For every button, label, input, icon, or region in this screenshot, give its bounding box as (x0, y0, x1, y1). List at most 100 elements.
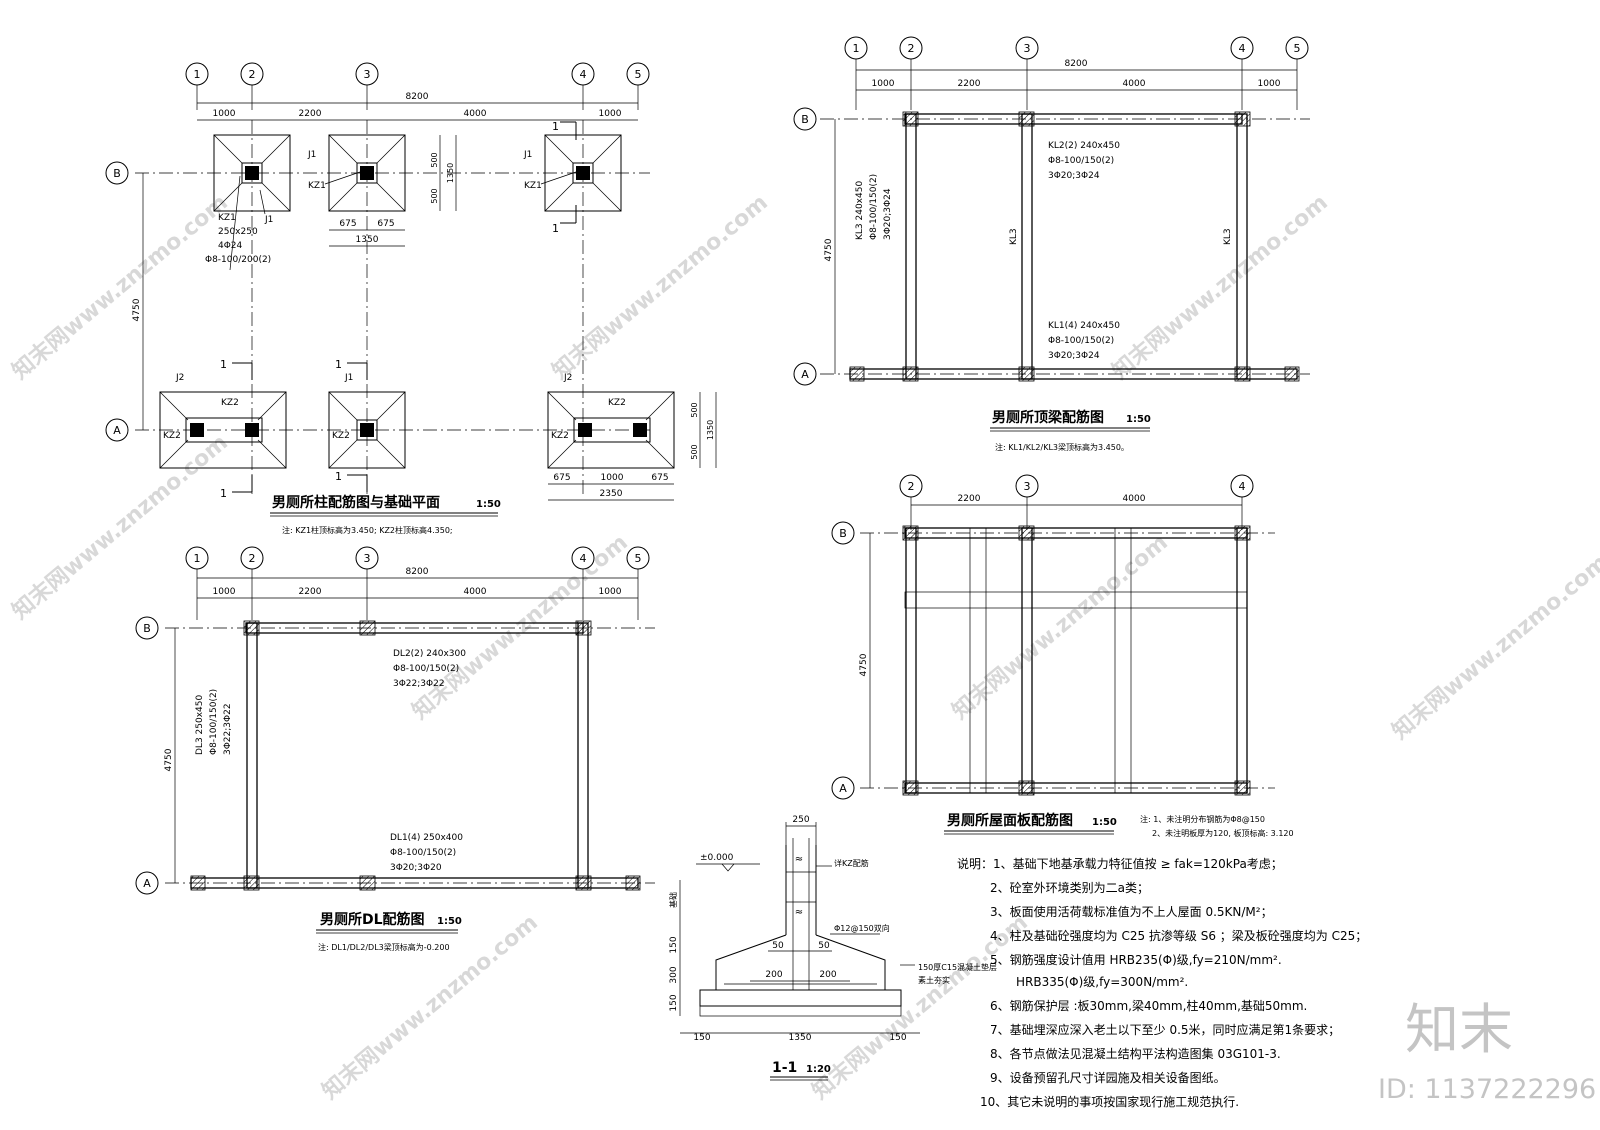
svg-text:1000: 1000 (601, 473, 624, 483)
dim-value: 4000 (464, 109, 487, 119)
drawing-note: 2、未注明板厚为120, 板顶标高: 3.120 (1152, 828, 1294, 838)
drawing-scale: 1:50 (437, 916, 462, 927)
svg-text:4750: 4750 (164, 748, 174, 771)
svg-text:250: 250 (792, 815, 809, 825)
watermark-text: 知末网www.znzmo.com (1107, 189, 1333, 384)
svg-text:Φ8-100/150(2): Φ8-100/150(2) (1048, 156, 1114, 166)
svg-text:KL3 240x450: KL3 240x450 (855, 181, 865, 240)
tag-kz2: KZ2 (163, 431, 181, 441)
axis-label: A (113, 424, 121, 437)
svg-text:675: 675 (377, 219, 394, 229)
tag-kz2: KZ2 (608, 398, 626, 408)
svg-text:Φ8-100/150(2): Φ8-100/150(2) (390, 848, 456, 858)
svg-text:5: 5 (635, 552, 642, 565)
brand-logo: 知末 (1405, 998, 1513, 1061)
svg-text:500: 500 (430, 188, 439, 203)
svg-text:3Φ22;3Φ22: 3Φ22;3Φ22 (393, 679, 445, 689)
svg-text:Φ8-100/150(2): Φ8-100/150(2) (1048, 336, 1114, 346)
dim-value: 2200 (299, 109, 322, 119)
dim-total: 8200 (406, 92, 429, 102)
svg-text:1: 1 (552, 222, 559, 235)
watermark-text: 知末网www.znzmo.com (7, 189, 233, 384)
top-beam-plan: 1 2 3 4 5 8200 1000 2200 4000 1000 B A 4… (793, 36, 1310, 452)
svg-text:2200: 2200 (299, 587, 322, 597)
svg-text:3: 3 (1024, 42, 1031, 55)
svg-text:DL2(2) 240x300: DL2(2) 240x300 (393, 649, 466, 659)
axis-bubbles-top: 1 2 3 4 5 (185, 62, 650, 110)
brand-id: ID: 1137222296 (1378, 1074, 1596, 1105)
svg-text:8200: 8200 (406, 567, 429, 577)
axis-label: 3 (364, 68, 371, 81)
svg-text:1: 1 (220, 487, 227, 500)
svg-text:B: B (839, 527, 847, 540)
svg-text:KL2(2) 240x450: KL2(2) 240x450 (1048, 141, 1120, 151)
footing-j1 (213, 134, 291, 212)
svg-text:2: 2 (249, 552, 256, 565)
footing-j2 (159, 391, 287, 469)
roof-slab-plan: 2 3 4 2200 4000 B A 4750 男厕所屋面板配筋图 1:50 … (831, 474, 1294, 838)
svg-text:1: 1 (552, 120, 559, 133)
spec-text: 4Φ24 (218, 241, 243, 251)
soil-note: 素土夯实 (918, 975, 950, 985)
svg-text:DL1(4) 250x400: DL1(4) 250x400 (390, 833, 463, 843)
svg-text:2200: 2200 (958, 79, 981, 89)
drawing-note: 注: DL1/DL2/DL3梁顶标高为-0.200 (318, 942, 450, 952)
svg-text:675: 675 (651, 473, 668, 483)
spec-text: 250x250 (218, 227, 258, 237)
svg-text:2: 2 (908, 480, 915, 493)
svg-text:200: 200 (765, 970, 782, 980)
svg-text:150: 150 (669, 994, 679, 1011)
tag-kz1: KZ1 (524, 181, 542, 191)
svg-text:4750: 4750 (824, 238, 834, 261)
svg-text:KL3: KL3 (1009, 228, 1019, 245)
watermark-text: 知末网www.znzmo.com (547, 189, 773, 384)
tag-j1: J1 (307, 150, 316, 160)
tag-kz1: KZ1 (308, 181, 326, 191)
svg-text:1: 1 (853, 42, 860, 55)
spec-text: Φ8-100/200(2) (205, 255, 271, 265)
drawing-title: 男厕所柱配筋图与基础平面 (272, 494, 440, 511)
axis-label: 5 (635, 68, 642, 81)
drawing-note: 注: KZ1柱顶标高为3.450; KZ2柱顶标高4.350; (282, 525, 453, 535)
tag-j2: J2 (175, 373, 184, 383)
watermark-text: 知末网www.znzmo.com (317, 909, 543, 1104)
general-notes: 说明：1、基础下地基承载力特征值按 ≥ fak=120kPa考虑； 2、砼室外环… (957, 856, 1367, 1109)
svg-text:50: 50 (772, 941, 784, 951)
svg-text:1350: 1350 (446, 163, 455, 183)
svg-text:500: 500 (690, 444, 699, 459)
svg-text:675: 675 (553, 473, 570, 483)
note-line: 3、板面使用活荷载标准值为不上人屋面 0.5KN/M²； (990, 904, 1273, 919)
drawing-note: 注: 1、未注明分布钢筋为Φ8@150 (1140, 814, 1265, 824)
svg-text:1350: 1350 (789, 1033, 812, 1043)
svg-text:B: B (143, 622, 151, 635)
tag-j1: J1 (344, 373, 353, 383)
note-line: 7、基础埋深应深入老土以下至少 0.5米，同时应满足第1条要求； (990, 1022, 1340, 1037)
drawing-scale: 1:20 (806, 1064, 831, 1075)
svg-text:4000: 4000 (1123, 494, 1146, 504)
dimension-chain-top: 8200 1000 2200 4000 1000 (197, 92, 638, 121)
note-line: 6、钢筋保护层 :板30mm,梁40mm,柱40mm,基础50mm. (990, 998, 1307, 1013)
drawing-scale: 1:50 (1092, 817, 1117, 828)
svg-text:基础: 基础 (668, 892, 678, 908)
svg-text:B: B (801, 113, 809, 126)
svg-text:2200: 2200 (958, 494, 981, 504)
svg-text:3Φ20;3Φ24: 3Φ20;3Φ24 (1048, 351, 1100, 361)
svg-text:1000: 1000 (1258, 79, 1281, 89)
watermark-layer: 知末网www.znzmo.com 知末网www.znzmo.com 知末网www… (7, 189, 1600, 1104)
svg-text:500: 500 (430, 152, 439, 167)
svg-text:3Φ20;3Φ24: 3Φ20;3Φ24 (883, 188, 893, 240)
svg-text:KL3: KL3 (1223, 228, 1233, 245)
svg-text:4000: 4000 (1123, 79, 1146, 89)
dim-value: 1000 (599, 109, 622, 119)
section-marker-1-1: 1 1 1 1 1 1 (220, 120, 577, 500)
drawing-title: 男厕所顶梁配筋图 (992, 409, 1104, 426)
svg-text:1350: 1350 (356, 235, 379, 245)
footing-j1 (328, 391, 406, 469)
svg-text:1000: 1000 (213, 587, 236, 597)
watermark-text: 知末网www.znzmo.com (407, 529, 633, 724)
svg-text:500: 500 (690, 402, 699, 417)
cushion-note: 150厚C15混凝土垫层 (918, 962, 997, 972)
elevation-label: ±0.000 (700, 853, 734, 863)
note-line: 8、各节点做法见混凝土结构平法构造图集 03G101-3. (990, 1046, 1281, 1061)
axis-label: 4 (580, 68, 587, 81)
